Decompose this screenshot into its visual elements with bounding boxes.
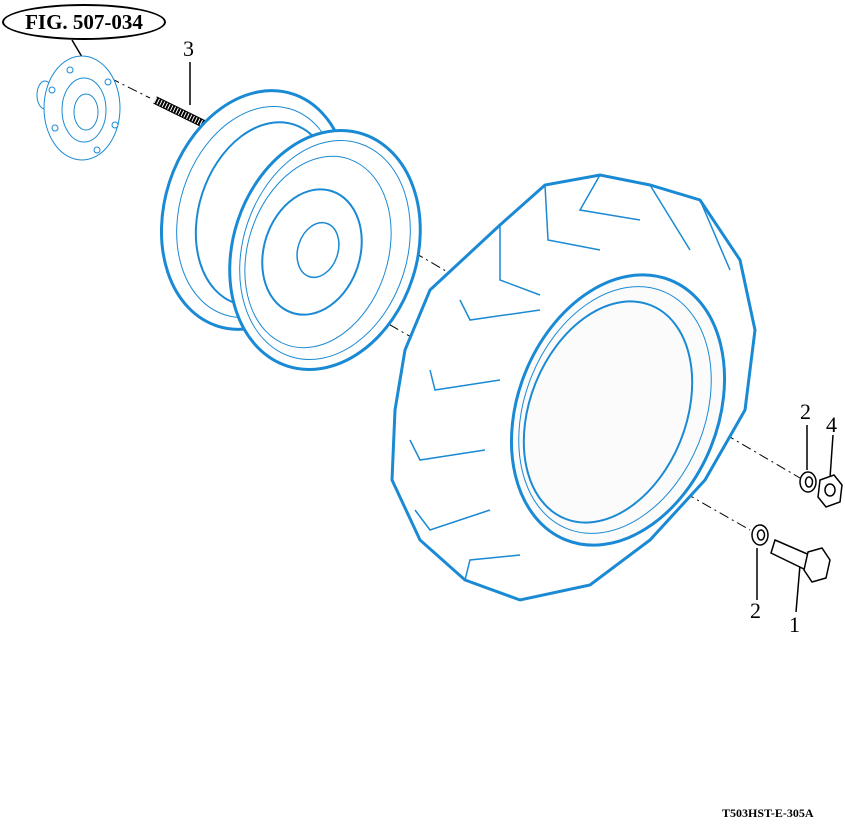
callout-4[interactable]: 4: [826, 412, 837, 437]
leader-line-4: [829, 434, 834, 479]
callout-2-upper[interactable]: 2: [800, 399, 811, 424]
washer-lower[interactable]: [751, 524, 769, 546]
callout-3[interactable]: 3: [183, 36, 194, 61]
figure-reference-label[interactable]: FIG. 507-034: [2, 4, 166, 40]
wheel-rim[interactable]: [132, 66, 450, 394]
bolt[interactable]: [770, 538, 831, 583]
leader-line-1: [795, 564, 801, 613]
callout-1[interactable]: 1: [789, 612, 800, 637]
axis-line-stud: [109, 77, 151, 99]
tire[interactable]: [390, 173, 763, 602]
washer-upper[interactable]: [799, 471, 817, 493]
wheel-hub[interactable]: [36, 55, 121, 161]
drawing-code: T503HST-E-305A: [722, 806, 814, 820]
stud-bolt[interactable]: [153, 96, 212, 131]
nut[interactable]: [817, 474, 843, 508]
callout-2-lower[interactable]: 2: [750, 598, 761, 623]
